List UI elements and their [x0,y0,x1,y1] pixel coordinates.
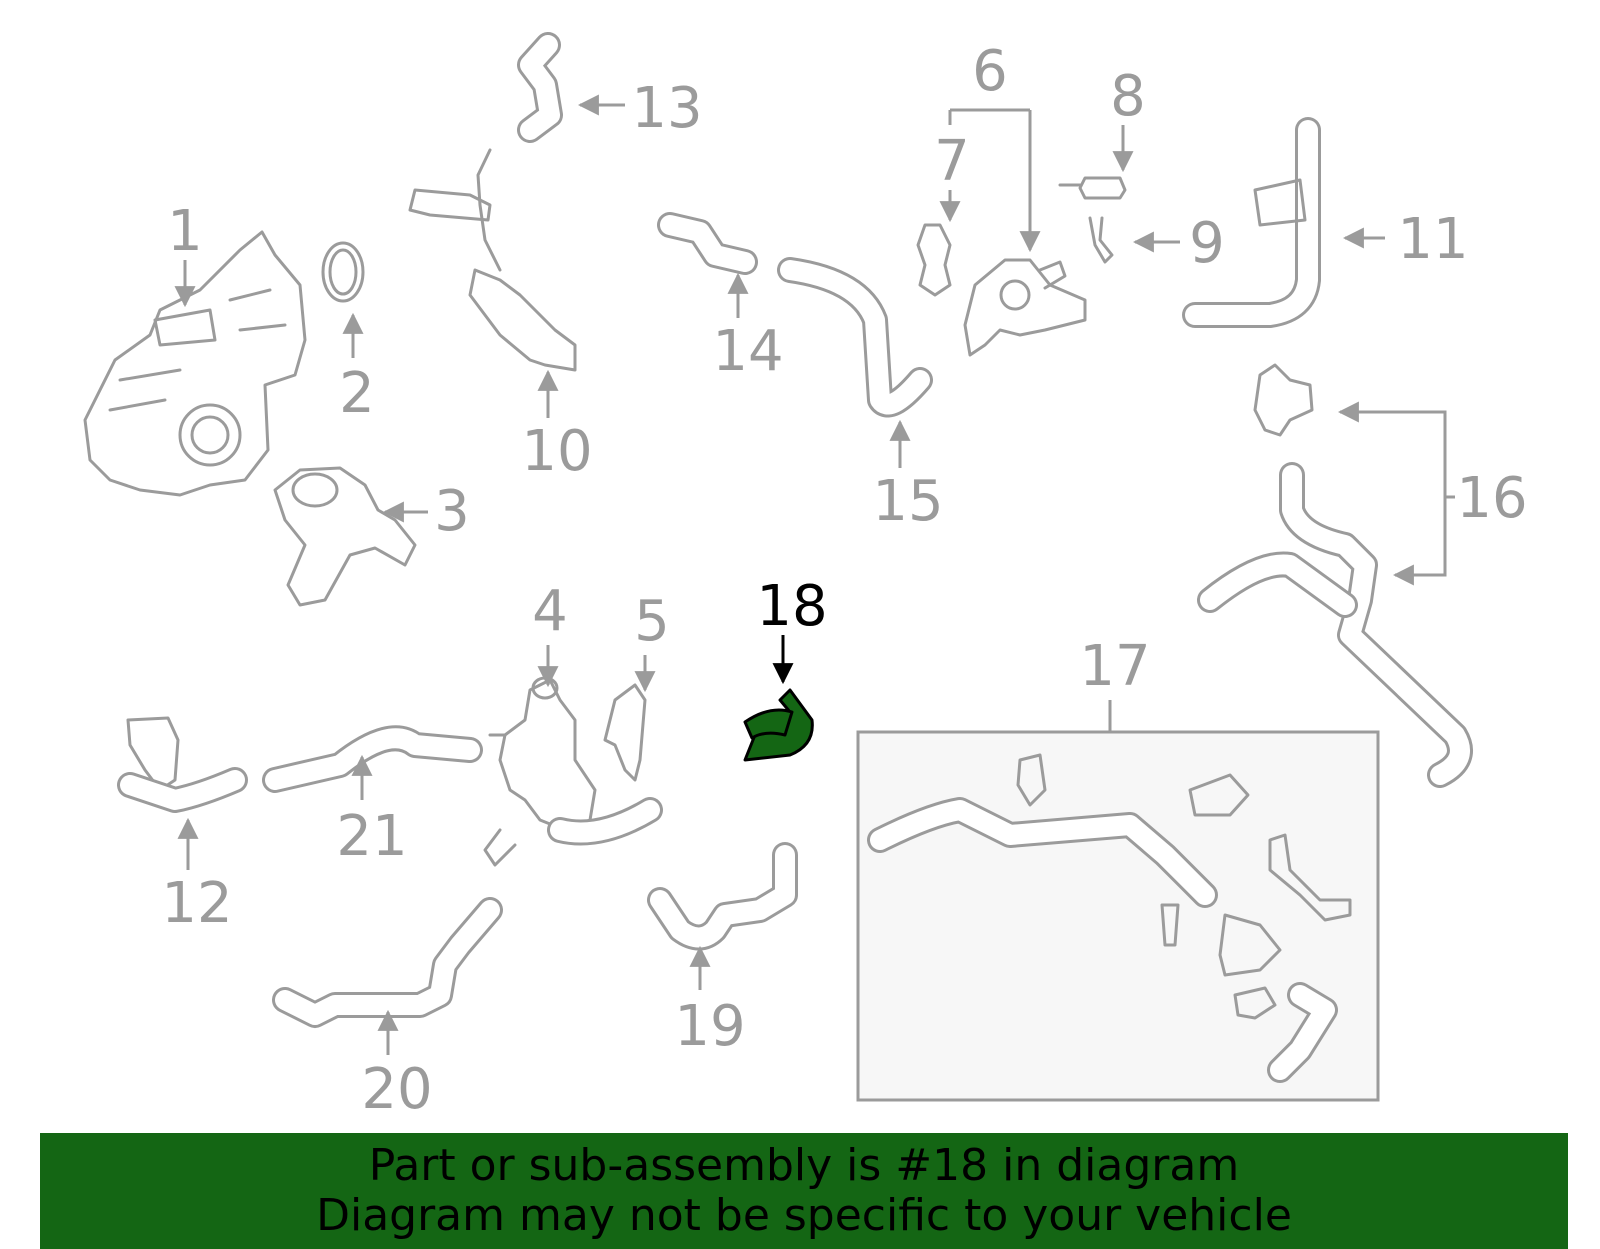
part-15-hose[interactable] [777,257,933,418]
part-21-pipe[interactable] [262,725,483,793]
banner-line-2: Diagram may not be specific to your vehi… [316,1190,1292,1241]
callout-2[interactable]: 2 [339,361,375,426]
part-6-pump[interactable] [963,258,1087,357]
part-12-pipe[interactable] [117,716,248,813]
callout-21[interactable]: 21 [336,804,407,869]
callout-20[interactable]: 20 [361,1057,432,1122]
part-10-bracket[interactable] [408,148,577,372]
callout-14[interactable]: 14 [712,319,783,384]
part-1-water-housing[interactable] [83,230,307,497]
part-20-hose[interactable] [272,897,503,1028]
callout-8[interactable]: 8 [1110,64,1146,129]
callout-3[interactable]: 3 [434,479,470,544]
part-2-gasket[interactable] [321,241,365,303]
callout-13[interactable]: 13 [631,76,702,141]
callout-10[interactable]: 10 [521,419,592,484]
part-4-valve[interactable] [483,676,663,867]
part-18-highlighted-hose[interactable] [743,688,814,762]
part-7-gasket[interactable] [916,223,952,297]
callout-16[interactable]: 16 [1456,466,1527,531]
part-11-hose[interactable] [1182,117,1321,328]
callout-19[interactable]: 19 [674,994,745,1059]
leader-lines [174,94,1455,1055]
part-9-clip[interactable] [1088,216,1114,264]
part-19-hose[interactable] [647,842,798,951]
callout-4[interactable]: 4 [532,579,568,644]
callout-12[interactable]: 12 [161,871,232,936]
part-14-hose[interactable] [657,212,758,275]
callout-5[interactable]: 5 [634,589,670,654]
callout-15[interactable]: 15 [872,469,943,534]
callout-6[interactable]: 6 [972,39,1008,104]
part-16-valve-hose[interactable] [1197,363,1473,788]
banner-line-1: Part or sub-assembly is #18 in diagram [368,1140,1240,1191]
callout-17[interactable]: 17 [1079,634,1150,699]
callout-9[interactable]: 9 [1189,211,1225,276]
part-13-hose[interactable] [517,32,563,143]
callout-7[interactable]: 7 [934,129,970,194]
part-17-kit[interactable] [856,730,1380,1102]
part-5-bracket[interactable] [603,683,647,782]
info-banner: Part or sub-assembly is #18 in diagram D… [40,1133,1568,1249]
part-8-sensor[interactable] [1058,176,1127,200]
callout-labels: 1 2 3 4 5 6 7 8 9 10 11 12 13 14 15 16 1… [161,39,1527,1122]
callout-1[interactable]: 1 [167,199,203,264]
part-3-outlet[interactable] [273,466,417,607]
callout-11[interactable]: 11 [1397,207,1468,272]
callout-18[interactable]: 18 [756,574,827,639]
